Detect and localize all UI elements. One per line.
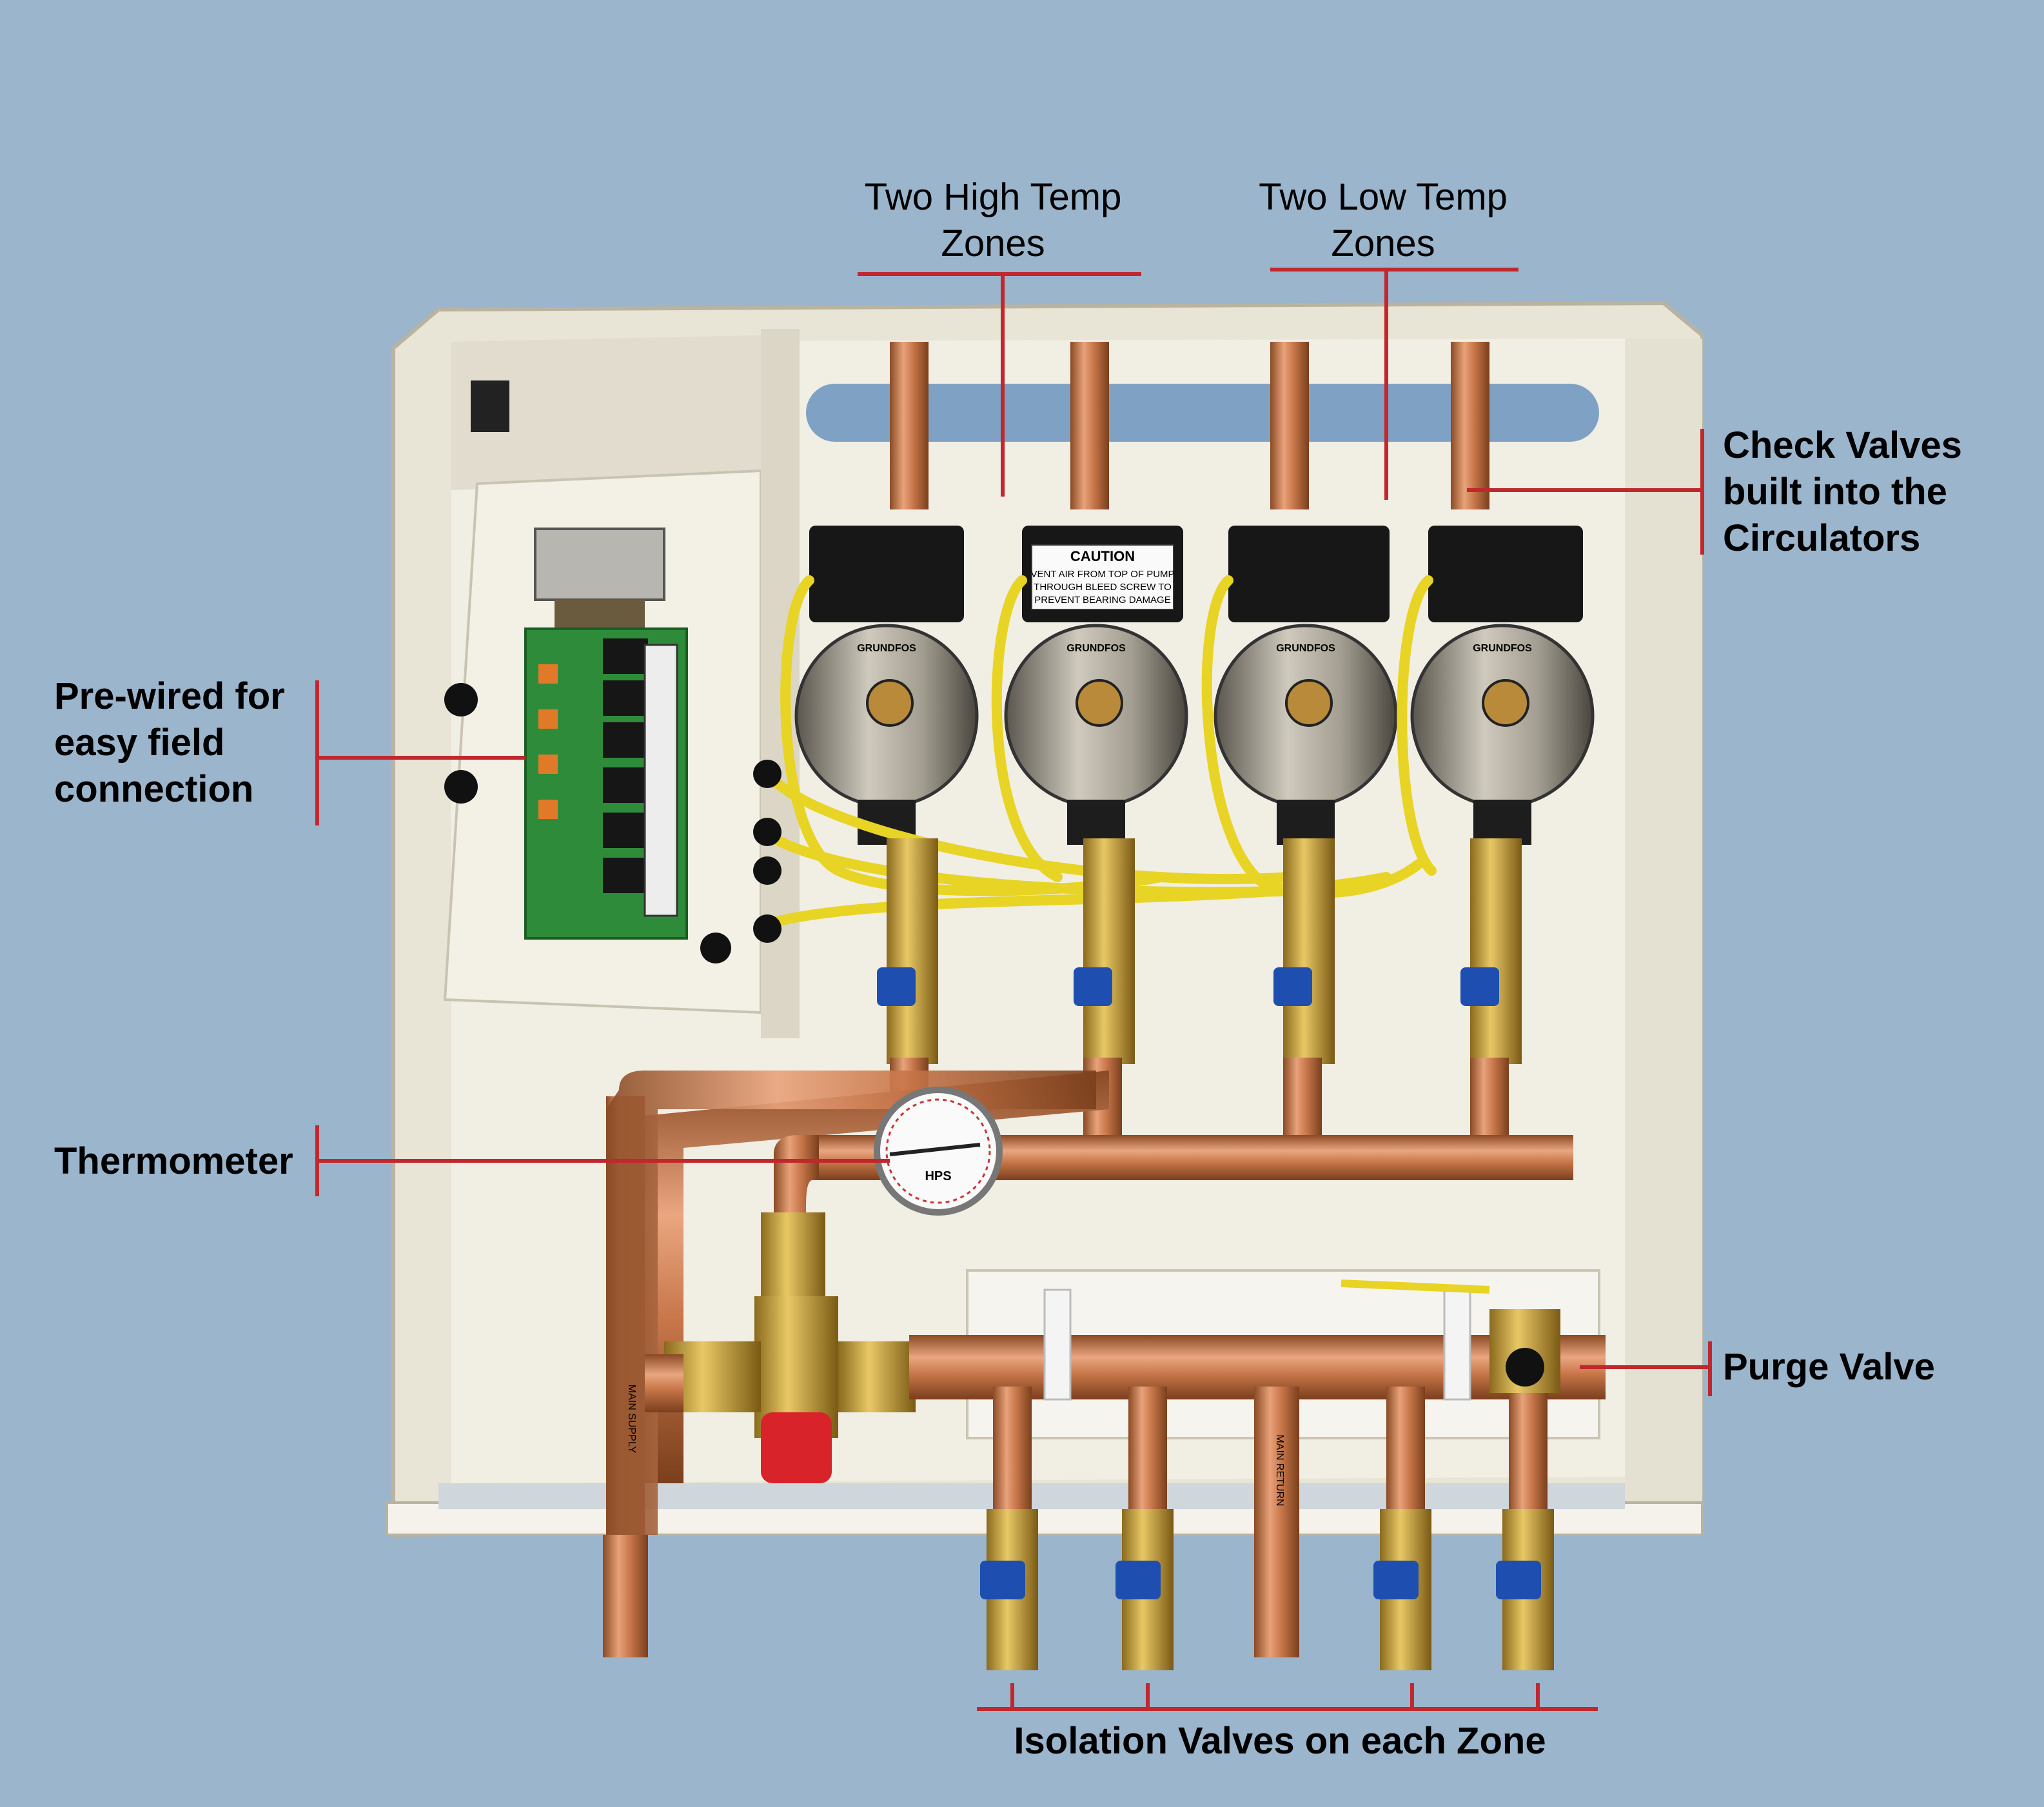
check-valves-line-1: Check Valves (1723, 424, 1962, 466)
purge-valve-label: Purge Valve (1723, 1346, 1935, 1388)
thermometer-gauge (874, 1087, 1003, 1216)
high-temp-line-2: Zones (941, 222, 1045, 264)
pre-wired-line-3: connection (54, 768, 254, 810)
pump-brand-3: GRUNDFOS (1276, 643, 1335, 654)
pump-brand-2: GRUNDFOS (1066, 643, 1126, 654)
check-valves-line-3: Circulators (1723, 517, 1921, 559)
main-return-label: MAIN RETURN (1274, 1434, 1285, 1506)
high-temp-line-1: Two High Temp (864, 176, 1122, 218)
check-valves-label: Check Valves built into the Circulators (1723, 422, 1962, 562)
circulator-pumps (794, 526, 1595, 845)
high-temp-zones-label: Two High Temp Zones (865, 174, 1122, 267)
gauge-brand: HPS (925, 1169, 951, 1183)
photo-labels: CAUTION VENT AIR FROM TOP OF PUMP THROUG… (626, 548, 1532, 1506)
cable-grommets (753, 760, 781, 943)
pre-wired-label: Pre-wired for easy field connection (54, 673, 285, 813)
isolation-valves-label: Isolation Valves on each Zone (1014, 1720, 1546, 1762)
caution-title: CAUTION (1070, 548, 1135, 564)
pump-brand-1: GRUNDFOS (857, 643, 916, 654)
caution-line-3: PREVENT BEARING DAMAGE (1034, 595, 1170, 606)
low-temp-zones-label: Two Low Temp Zones (1259, 174, 1508, 267)
low-temp-line-1: Two Low Temp (1259, 176, 1508, 218)
control-board (444, 380, 731, 963)
pre-wired-line-2: easy field (54, 722, 225, 764)
pre-wired-line-1: Pre-wired for (54, 675, 285, 717)
caution-line-1: VENT AIR FROM TOP OF PUMP (1030, 569, 1174, 580)
purge-valve-fitting (1341, 1279, 1560, 1393)
main-supply-label: MAIN SUPPLY (626, 1385, 637, 1454)
low-temp-line-2: Zones (1331, 222, 1435, 264)
riser-pipes (890, 342, 1489, 509)
callout-lines (315, 268, 1712, 1711)
thermometer-label: Thermometer (54, 1140, 293, 1182)
isolation-ball-valves (980, 1509, 1554, 1670)
caution-line-2: THROUGH BLEED SCREW TO (1034, 582, 1172, 593)
zone-ball-valves (877, 838, 1522, 1064)
check-valves-line-2: built into the (1723, 471, 1947, 513)
pump-brand-4: GRUNDFOS (1473, 643, 1532, 654)
